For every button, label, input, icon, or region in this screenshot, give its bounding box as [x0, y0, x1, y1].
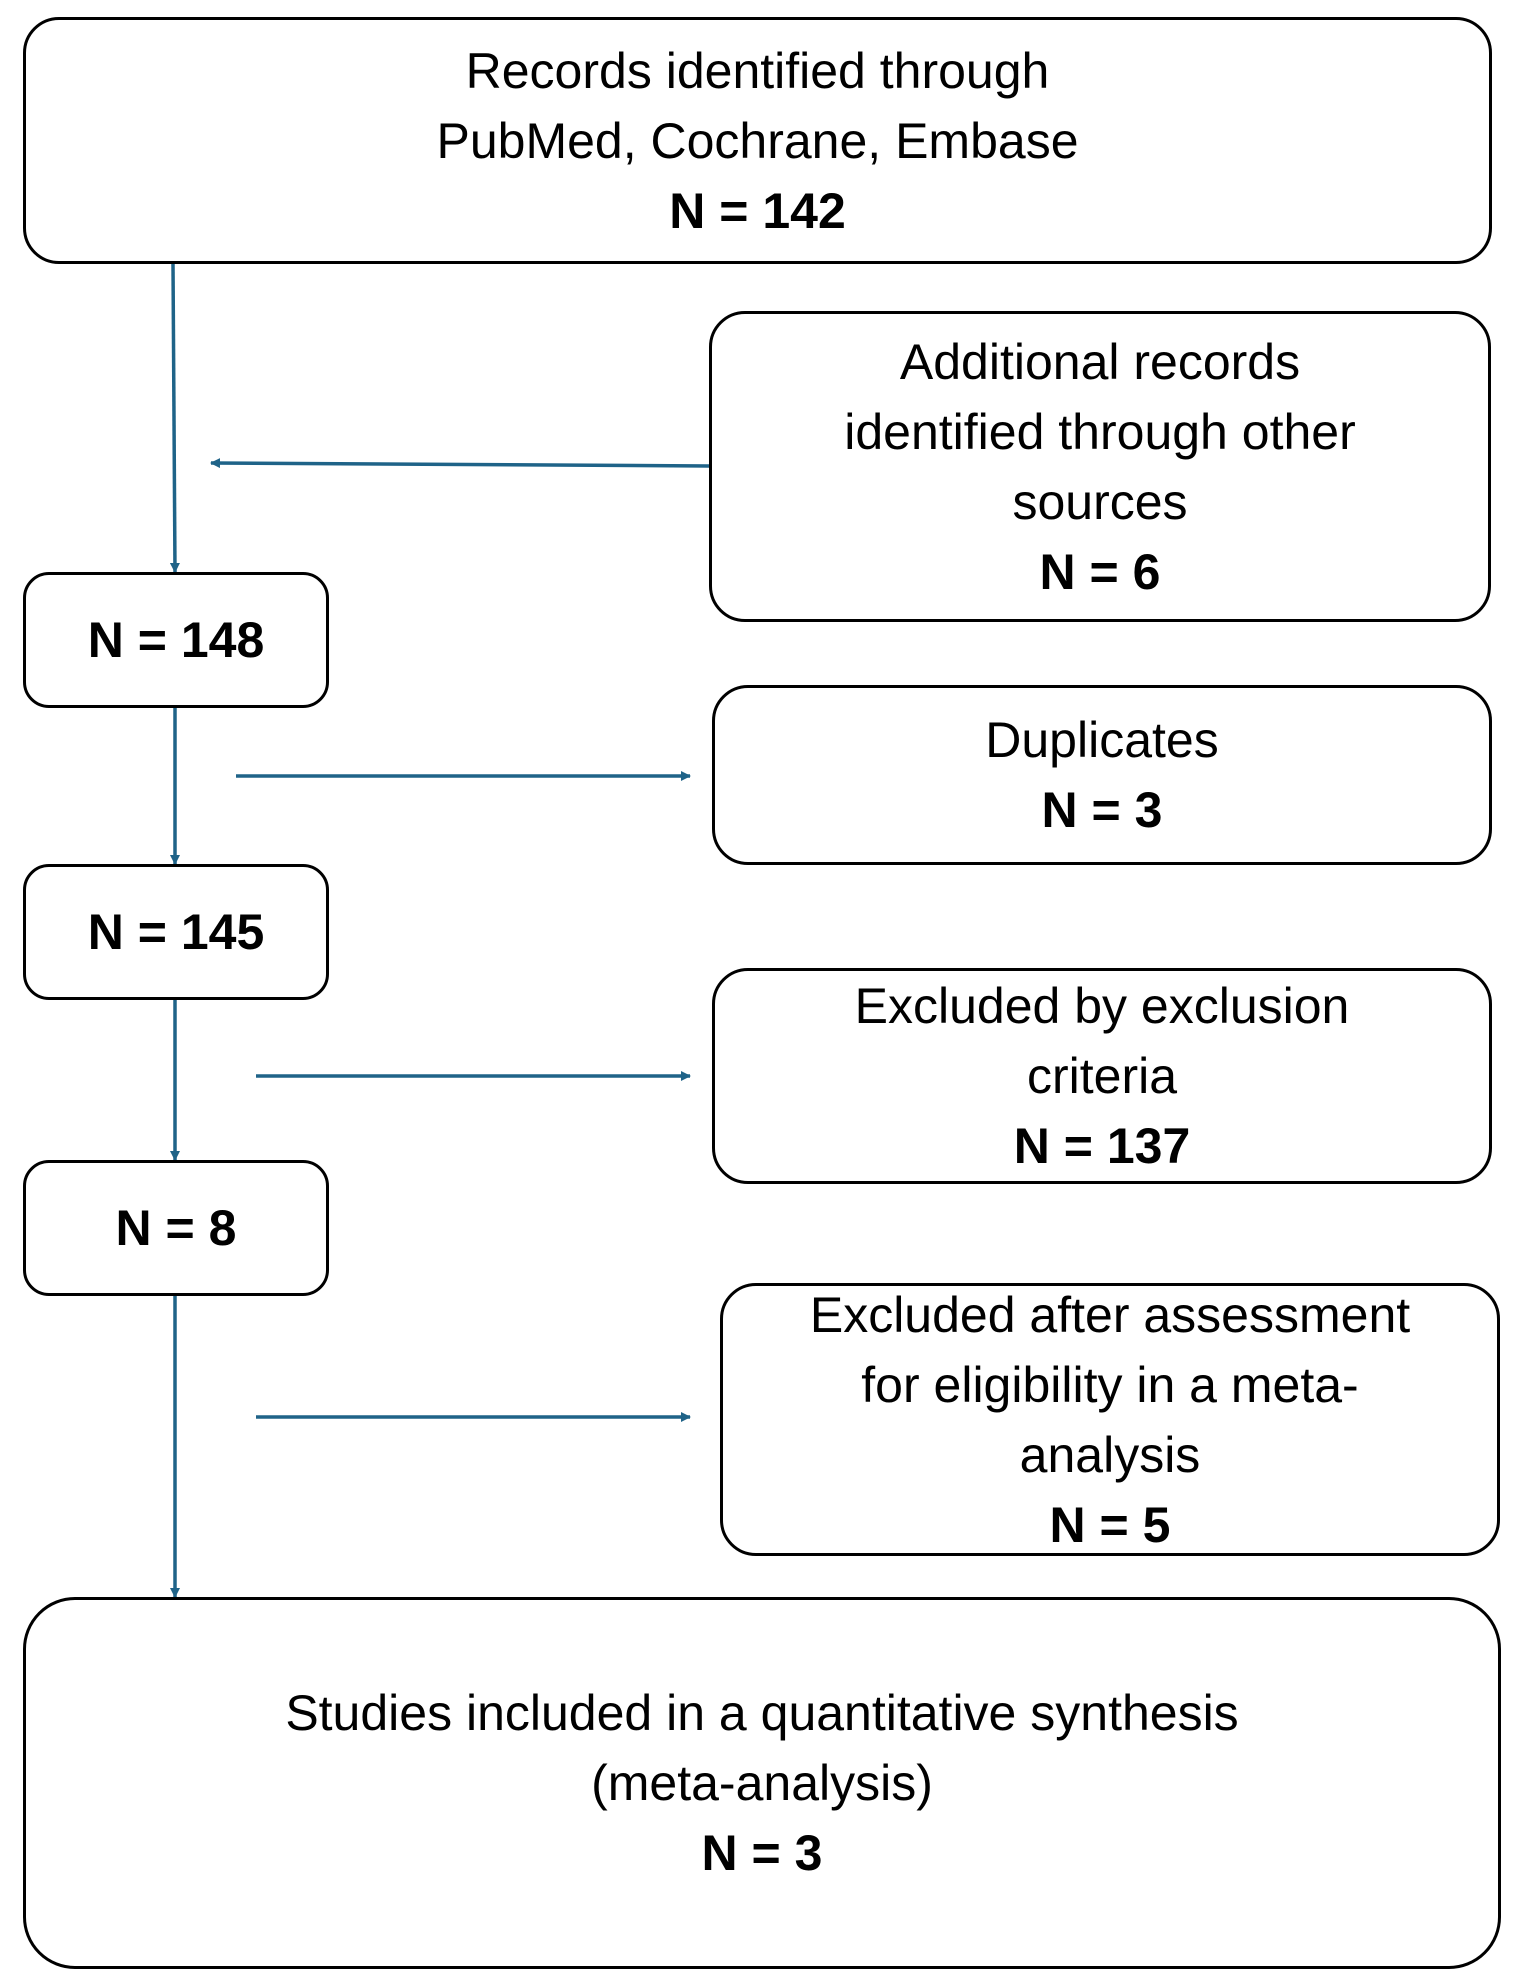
arrow-identified-to-total — [169, 263, 180, 573]
excluded-criteria-line-1: Excluded by exclusion — [854, 978, 1350, 1034]
records-identified-box: Records identified through PubMed, Cochr… — [23, 17, 1492, 264]
included-studies-line-1: Studies included in a quantitative synth… — [285, 1685, 1239, 1741]
excluded-criteria-line-2: criteria — [1026, 1048, 1178, 1104]
excluded-assessment-line-1: Excluded after assessment — [809, 1286, 1411, 1343]
excluded-criteria-box: Excluded by exclusion criteria N = 137 — [712, 968, 1492, 1184]
duplicates-count: N = 3 — [1041, 782, 1163, 838]
additional-records-line-1: Additional records — [899, 333, 1301, 390]
duplicates-label: Duplicates — [985, 712, 1219, 768]
excluded-assessment-line-3: analysis — [1019, 1426, 1201, 1483]
included-studies-box: Studies included in a quantitative synth… — [23, 1597, 1501, 1969]
assessed-count: N = 8 — [115, 1200, 237, 1256]
additional-records-box: Additional records identified through ot… — [709, 311, 1491, 622]
excluded-assessment-line-2: for eligibility in a meta- — [861, 1356, 1359, 1413]
included-studies-line-2: (meta-analysis) — [591, 1755, 933, 1811]
arrow-additional-to-spine — [210, 458, 710, 469]
additional-records-line-2: identified through other — [844, 403, 1356, 460]
after-duplicates-count: N = 145 — [87, 904, 265, 960]
records-identified-count: N = 142 — [669, 182, 846, 239]
excluded-assessment-count: N = 5 — [1049, 1496, 1171, 1553]
duplicates-box: Duplicates N = 3 — [712, 685, 1492, 865]
included-studies-count: N = 3 — [701, 1825, 823, 1881]
additional-records-count: N = 6 — [1039, 543, 1161, 600]
excluded-assessment-box: Excluded after assessment for eligibilit… — [720, 1283, 1500, 1556]
after-duplicates-box: N = 145 — [23, 864, 329, 1000]
total-records-count: N = 148 — [87, 612, 265, 668]
records-identified-line-1: Records identified through — [465, 42, 1050, 99]
assessed-box: N = 8 — [23, 1160, 329, 1296]
excluded-criteria-count: N = 137 — [1013, 1118, 1191, 1174]
records-identified-line-2: PubMed, Cochrane, Embase — [436, 112, 1079, 169]
additional-records-line-3: sources — [1012, 473, 1188, 530]
total-records-box: N = 148 — [23, 572, 329, 708]
